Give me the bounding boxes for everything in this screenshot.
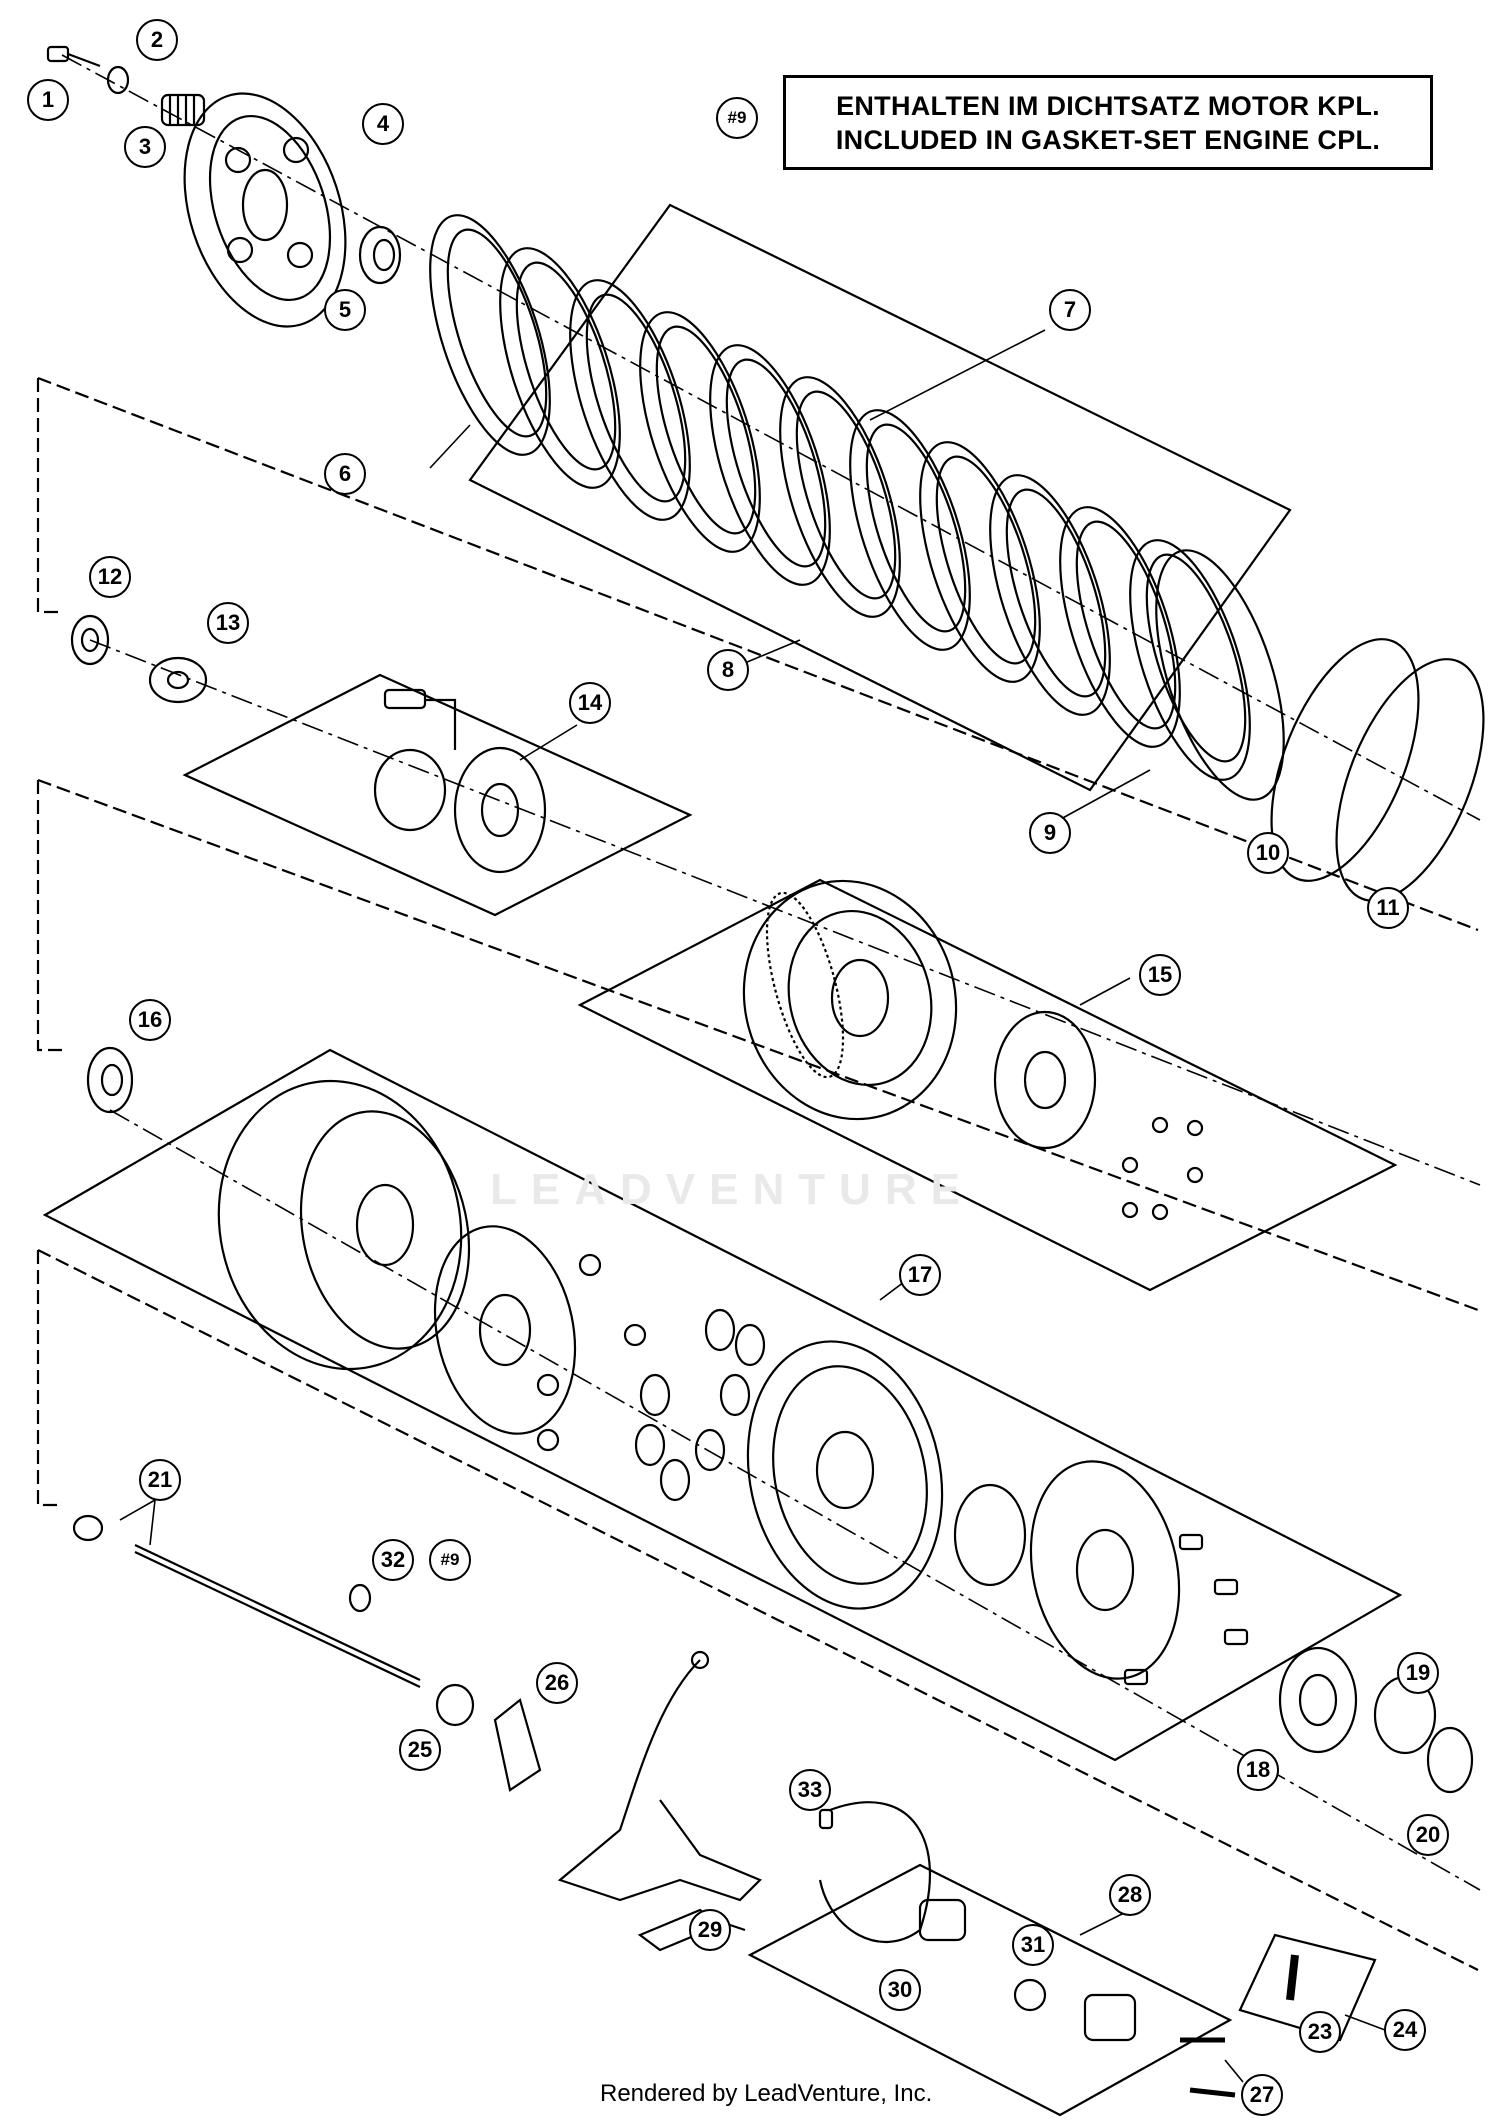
- group-15-outline: [577, 878, 1398, 1292]
- callout-31[interactable]: 31: [1012, 1924, 1054, 1966]
- gasket-set-note: ENTHALTEN IM DICHTSATZ MOTOR KPL. INCLUD…: [783, 75, 1433, 170]
- footer-credit: Rendered by LeadVenture, Inc.: [600, 2080, 933, 2107]
- callout-11[interactable]: 11: [1367, 887, 1409, 929]
- callout-24[interactable]: 24: [1384, 2009, 1426, 2051]
- nut-part: [106, 65, 130, 95]
- washer-part: [86, 1046, 134, 1114]
- washer-part: [1426, 1726, 1474, 1794]
- callout-9[interactable]: 9: [1029, 812, 1071, 854]
- assembly-part: [373, 688, 547, 874]
- callout-27[interactable]: 27: [1241, 2074, 1283, 2116]
- push-rod-part: [72, 1514, 421, 1688]
- callout-30[interactable]: 30: [879, 1969, 921, 2011]
- sprocket-part: [1278, 1646, 1358, 1754]
- pressure-plate-part: [183, 92, 347, 328]
- callout-17[interactable]: 17: [899, 1254, 941, 1296]
- callout-ref-9: #9: [429, 1539, 471, 1581]
- callout-23[interactable]: 23: [1299, 2011, 1341, 2053]
- housing-part: [1083, 1993, 1137, 2042]
- callout-16[interactable]: 16: [129, 999, 171, 1041]
- callout-3[interactable]: 3: [124, 126, 166, 168]
- o-ring-part: [1013, 1978, 1047, 2012]
- lever-part: [493, 1698, 542, 1792]
- callout-10[interactable]: 10: [1247, 832, 1289, 874]
- callout-6[interactable]: 6: [324, 453, 366, 495]
- release-lever-part: [557, 1659, 762, 1902]
- callout-28[interactable]: 28: [1109, 1874, 1151, 1916]
- clutch-basket-part: [217, 1079, 1249, 1686]
- bearing-part: [358, 225, 402, 285]
- callout-7[interactable]: 7: [1049, 289, 1091, 331]
- shaft-part: [918, 1898, 967, 1942]
- callout-14[interactable]: 14: [569, 682, 611, 724]
- clutch-plates-stack: [429, 214, 1251, 781]
- callout-21[interactable]: 21: [139, 1459, 181, 1501]
- hub-part: [742, 879, 1204, 1221]
- ring-part: [1335, 658, 1485, 902]
- group-17-outline: [42, 1048, 1403, 1762]
- callout-29[interactable]: 29: [689, 1909, 731, 1951]
- watermark-text: LEADVENTURE: [490, 1165, 975, 1214]
- washer-part: [148, 656, 208, 704]
- callout-15[interactable]: 15: [1139, 954, 1181, 996]
- callout-25[interactable]: 25: [399, 1729, 441, 1771]
- callout-8[interactable]: 8: [707, 649, 749, 691]
- plate-group-outline: [468, 203, 1292, 792]
- bearing-part: [70, 614, 110, 666]
- note-line-english: INCLUDED IN GASKET-SET ENGINE CPL.: [835, 124, 1381, 155]
- note-line-german: ENTHALTEN IM DICHTSATZ MOTOR KPL.: [836, 90, 1380, 121]
- callout-ref-9-note: #9: [716, 97, 758, 139]
- callout-19[interactable]: 19: [1397, 1652, 1439, 1694]
- spring-clip-part: [818, 1801, 931, 1943]
- callout-5[interactable]: 5: [324, 289, 366, 331]
- bolt-part: [46, 45, 101, 68]
- frame-line: [36, 378, 62, 614]
- screw-part: [1286, 1954, 1299, 2001]
- group-14-outline: [182, 673, 693, 917]
- seal-part: [348, 1583, 372, 1613]
- callout-18[interactable]: 18: [1237, 1749, 1279, 1791]
- callout-1[interactable]: 1: [27, 79, 69, 121]
- callout-33[interactable]: 33: [789, 1769, 831, 1811]
- bushing-part: [435, 1683, 475, 1727]
- callout-2[interactable]: 2: [136, 19, 178, 61]
- callout-20[interactable]: 20: [1407, 1814, 1449, 1856]
- callout-4[interactable]: 4: [362, 103, 404, 145]
- callout-13[interactable]: 13: [207, 602, 249, 644]
- spring-part: [160, 93, 206, 127]
- callout-32[interactable]: 32: [372, 1539, 414, 1581]
- plate-part: [1155, 549, 1285, 801]
- callout-12[interactable]: 12: [89, 556, 131, 598]
- callout-26[interactable]: 26: [536, 1662, 578, 1704]
- group-28-outline: [747, 1863, 1233, 2117]
- bolt-part: [1189, 2087, 1236, 2098]
- ring-part: [1270, 638, 1420, 882]
